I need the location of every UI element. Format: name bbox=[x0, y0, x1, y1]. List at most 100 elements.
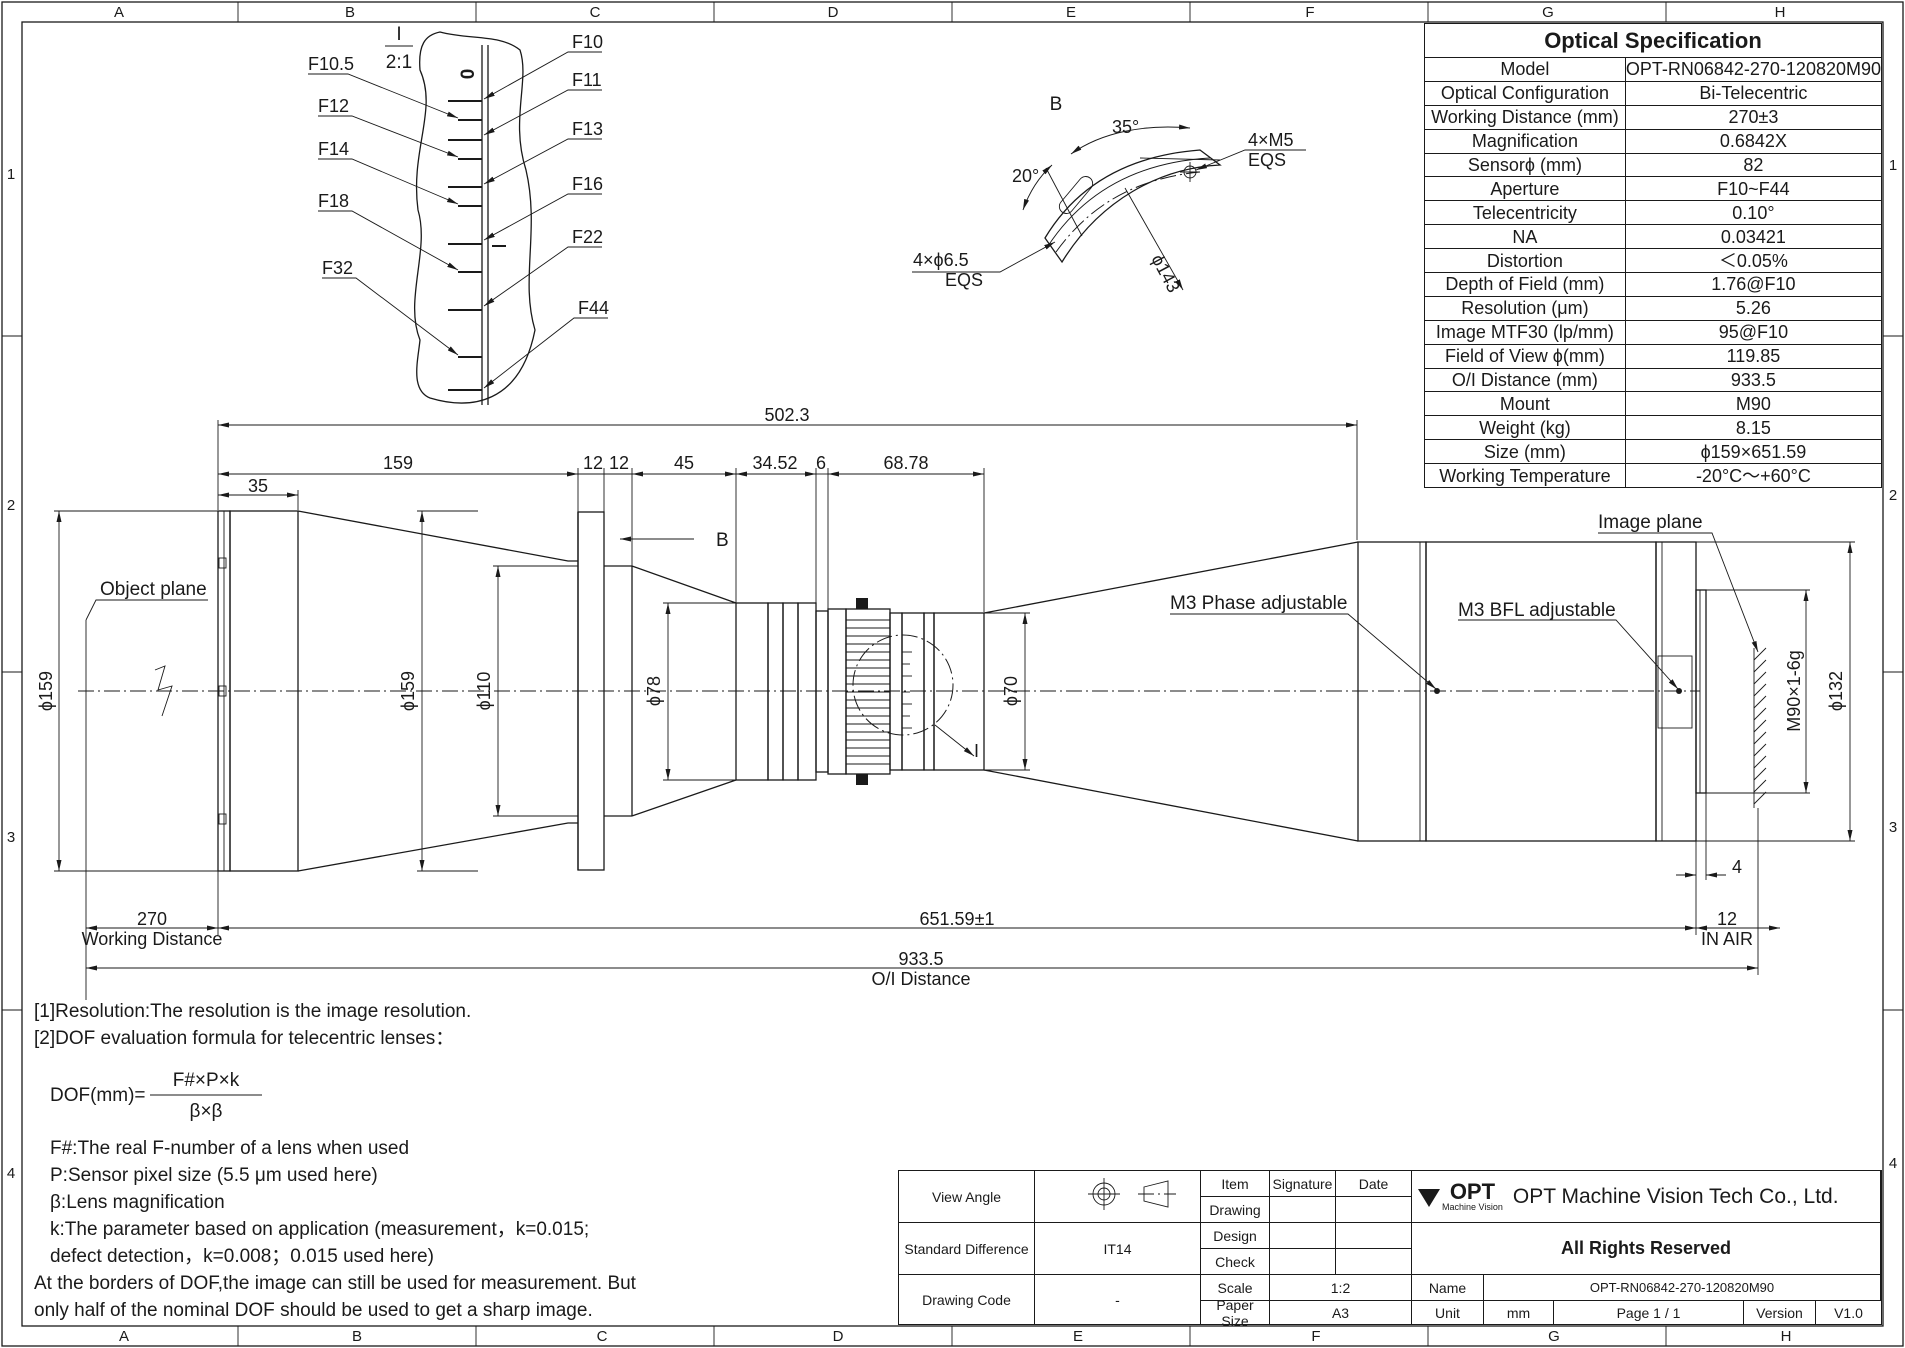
detail-i-scale: 2:1 bbox=[386, 52, 412, 73]
spec-key: O/I Distance (mm) bbox=[1424, 367, 1626, 393]
col-a: A bbox=[114, 4, 124, 21]
spec-key: Size (mm) bbox=[1424, 439, 1626, 465]
stop-f32: F32 bbox=[322, 258, 353, 278]
col-d: D bbox=[828, 4, 839, 21]
name-value: OPT-RN06842-270-120820M90 bbox=[1484, 1275, 1881, 1301]
note-fnumber: F#:The real F-number of a lens when used bbox=[50, 1138, 410, 1159]
drawing-signature bbox=[1270, 1197, 1336, 1223]
dim-159: 159 bbox=[383, 453, 413, 473]
spec-value: 0.10° bbox=[1624, 200, 1883, 226]
dim-270: 270 bbox=[137, 909, 167, 929]
detail-b-label: B bbox=[1050, 94, 1063, 115]
row-4: 4 bbox=[7, 1165, 15, 1182]
stop-f44: F44 bbox=[578, 298, 609, 318]
spec-key: Model bbox=[1424, 57, 1626, 82]
column-markers: A B C D E F G H A B C D E F G H bbox=[114, 4, 1791, 1345]
spec-row: Depth of Field (mm)1.76@F10 bbox=[1424, 272, 1883, 297]
spec-key: Working Temperature bbox=[1424, 463, 1626, 489]
note-k-cont: defect detection，k=0.008；0.015 used here… bbox=[50, 1246, 434, 1267]
spec-row: Working Temperature-20°C～+60°C bbox=[1424, 463, 1883, 489]
col-b: B bbox=[345, 4, 355, 21]
spec-value: -20°C～+60°C bbox=[1624, 463, 1883, 489]
version-label: Version bbox=[1744, 1301, 1816, 1324]
dim-12-c: 12 bbox=[1717, 909, 1737, 929]
title-block: View Angle Standard Difference IT14 Draw… bbox=[898, 1170, 1882, 1329]
spec-row: Size (mm)ϕ159×651.59 bbox=[1424, 439, 1883, 465]
dim-34-52: 34.52 bbox=[752, 453, 797, 473]
row-2: 2 bbox=[7, 497, 15, 514]
scale-label: Scale bbox=[1201, 1275, 1270, 1301]
spec-key: Sensorϕ (mm) bbox=[1424, 152, 1626, 178]
stop-f10-5: F10.5 bbox=[308, 54, 354, 74]
dim-12-b: 12 bbox=[609, 453, 629, 473]
notes-bottom: At the borders of DOF,the image can stil… bbox=[34, 1270, 636, 1324]
spec-value: F10~F44 bbox=[1624, 176, 1883, 202]
dof-lhs: DOF(mm)= bbox=[50, 1085, 146, 1106]
col-a-bottom: A bbox=[119, 1328, 129, 1345]
detail-i-ref: I bbox=[974, 741, 979, 761]
spec-key: Weight (kg) bbox=[1424, 415, 1626, 441]
flange-angle-20: 20° bbox=[1012, 166, 1039, 186]
spec-value: 82 bbox=[1624, 152, 1883, 178]
spec-key: Magnification bbox=[1424, 128, 1626, 154]
detail-i-label: I bbox=[396, 24, 401, 45]
logo-text: OPT bbox=[1449, 1179, 1496, 1204]
logo-sub: Machine Vision bbox=[1442, 1202, 1503, 1212]
dia-132: ϕ132 bbox=[1826, 671, 1846, 711]
dim-68-78: 68.78 bbox=[883, 453, 928, 473]
dof-numerator: F#×P×k bbox=[173, 1070, 240, 1091]
spec-value: 1.76@F10 bbox=[1624, 272, 1883, 297]
design-signature bbox=[1270, 1223, 1336, 1249]
design-date bbox=[1336, 1223, 1412, 1249]
pcd-143: ϕ143 bbox=[1147, 251, 1183, 296]
std-diff-label: Standard Difference bbox=[899, 1223, 1035, 1275]
item-header: Item bbox=[1201, 1171, 1270, 1197]
working-distance-label: Working Distance bbox=[82, 929, 223, 949]
notes-definitions: F#:The real F-number of a lens when used… bbox=[50, 1135, 589, 1270]
spec-key: Image MTF30 (lp/mm) bbox=[1424, 319, 1626, 345]
page-value: Page 1 / 1 bbox=[1554, 1301, 1744, 1324]
stop-f10: F10 bbox=[572, 32, 603, 52]
col-f: F bbox=[1305, 4, 1314, 21]
row-1: 1 bbox=[7, 166, 15, 183]
company-name: OPT Machine Vision Tech Co., Ltd. bbox=[1512, 1184, 1839, 1208]
view-angle-symbol bbox=[1035, 1171, 1201, 1223]
dia-159-mid: ϕ159 bbox=[398, 671, 418, 711]
row-1-right: 1 bbox=[1889, 157, 1897, 174]
stop-f18: F18 bbox=[318, 191, 349, 211]
dim-502-3: 502.3 bbox=[764, 405, 809, 425]
scale-zero-mark: 0 bbox=[458, 69, 479, 80]
unit-value: mm bbox=[1484, 1301, 1554, 1324]
col-c-bottom: C bbox=[597, 1328, 608, 1345]
spec-value: 933.5 bbox=[1624, 367, 1883, 393]
dia-159-front: ϕ159 bbox=[36, 671, 56, 711]
note-half: only half of the nominal DOF should be u… bbox=[34, 1300, 593, 1321]
object-plane-label: Object plane bbox=[100, 579, 207, 600]
spec-key: Aperture bbox=[1424, 176, 1626, 202]
company-header: OPT Machine Vision OPT Machine Vision Te… bbox=[1412, 1171, 1881, 1223]
dim-12-a: 12 bbox=[583, 453, 603, 473]
dim-35: 35 bbox=[248, 476, 268, 496]
col-b-bottom: B bbox=[352, 1328, 362, 1345]
signature-header: Signature bbox=[1270, 1171, 1336, 1197]
row-markers: 1 2 3 4 1 2 3 4 bbox=[7, 157, 1897, 1182]
note-pixel: P:Sensor pixel size (5.5 μm used here) bbox=[50, 1165, 378, 1186]
spec-value: Bi-Telecentric bbox=[1624, 80, 1883, 106]
name-label: Name bbox=[1412, 1275, 1484, 1301]
image-plane-label: Image plane bbox=[1598, 512, 1703, 533]
note-dof: [2]DOF evaluation formula for telecentri… bbox=[34, 1028, 455, 1049]
hole-eqs: EQS bbox=[945, 270, 983, 290]
drawing-label: Drawing bbox=[1201, 1197, 1270, 1223]
spec-key: Optical Configuration bbox=[1424, 80, 1626, 106]
dim-933-5: 933.5 bbox=[898, 949, 943, 969]
dim-6: 6 bbox=[816, 453, 826, 473]
scale-value: 1:2 bbox=[1270, 1275, 1412, 1301]
spec-key: Depth of Field (mm) bbox=[1424, 272, 1626, 297]
dia-110: ϕ110 bbox=[474, 672, 494, 711]
check-signature bbox=[1270, 1249, 1336, 1275]
spec-key: Telecentricity bbox=[1424, 200, 1626, 226]
spec-row: Field of View ϕ(mm)119.85 bbox=[1424, 343, 1883, 369]
